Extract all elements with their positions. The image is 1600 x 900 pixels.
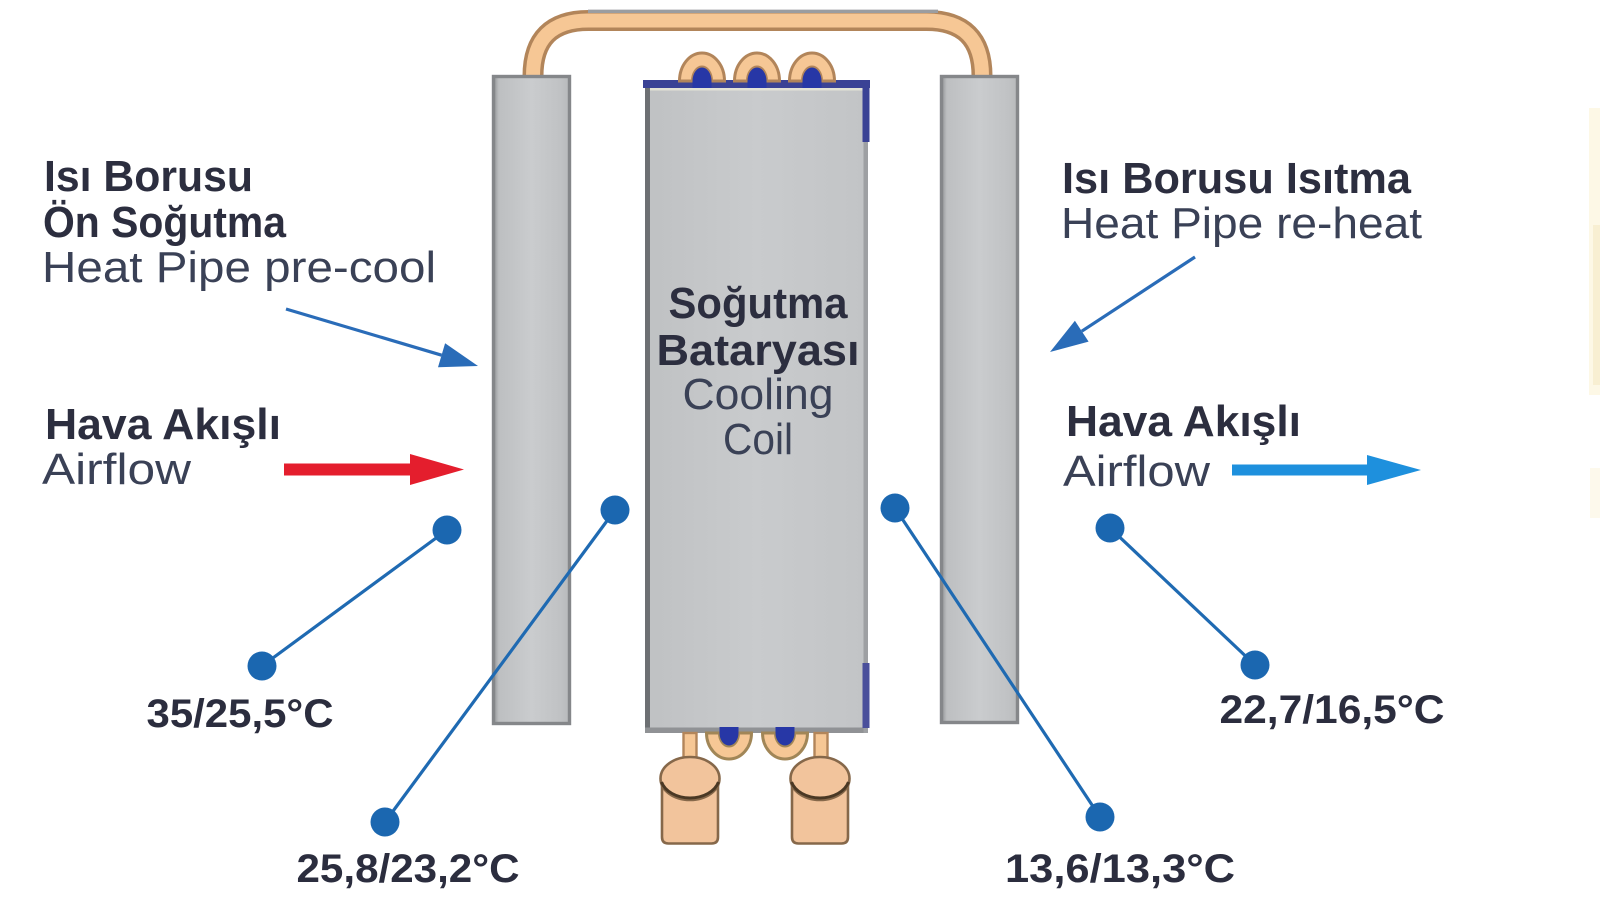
cooling-coil-right-border-navy-bottom xyxy=(862,663,870,728)
heat-pipe-loop xyxy=(522,9,993,92)
coil-headers xyxy=(659,731,851,845)
right-annotation-arrow-head xyxy=(1050,320,1089,352)
airflow-in-label-line1: Hava Akışlı xyxy=(45,399,281,449)
cooling-coil-body xyxy=(645,81,868,733)
right-heat-pipe-label-line1: Isı Borusu Isıtma xyxy=(1062,153,1412,203)
temp-point-dot xyxy=(432,515,462,545)
left-heat-pipe-slab xyxy=(491,74,572,726)
coil-header-right xyxy=(789,731,851,845)
temp-label-outlet: 22,7/16,5°C xyxy=(1219,687,1445,732)
cooling-coil xyxy=(643,80,870,733)
header-cap-rim xyxy=(660,781,720,800)
left-heat-pipe-label-line1: Isı Borusu xyxy=(44,152,254,201)
coil-top-u-bend-1 xyxy=(677,51,727,88)
cooling-coil-label-line3: Cooling xyxy=(682,370,834,419)
temp-label-after-precool: 25,8/23,2°C xyxy=(296,846,520,891)
airflow-out-label-line1: Hava Akışlı xyxy=(1066,396,1301,446)
temp-connector-inlet xyxy=(247,515,462,681)
left-annotation-arrow-icon xyxy=(285,307,478,368)
coil-top-u-bends xyxy=(677,51,837,88)
coil-header-left xyxy=(659,731,721,845)
temp-point-dot xyxy=(1095,513,1125,543)
page-edge-smudge-lower xyxy=(1590,468,1600,518)
cooling-coil-top-highlight xyxy=(650,88,864,91)
header-stub-pipe xyxy=(682,731,698,761)
cooling-coil-label-line2: Bataryası xyxy=(656,326,860,375)
coil-bottom-u-bend-1 xyxy=(704,727,754,761)
u-bend-ring xyxy=(787,51,837,83)
temp-point-dot xyxy=(880,493,910,523)
temp-connector-line xyxy=(893,507,1102,818)
cooling-coil-label-line4: Coil xyxy=(723,415,793,464)
u-bend-ring xyxy=(704,731,754,761)
coil-top-u-bend-3 xyxy=(787,51,837,88)
coil-top-u-bend-2 xyxy=(732,51,782,88)
u-bend-core xyxy=(719,727,739,746)
airflow-in-label-line2: Airflow xyxy=(42,444,191,494)
airflow-outlet-arrow-icon xyxy=(1232,455,1421,485)
temp-connector-line xyxy=(383,509,617,823)
cooling-coil-right-border xyxy=(863,81,868,733)
u-bend-ring xyxy=(732,51,782,83)
airflow-inlet-arrow-icon xyxy=(284,454,464,485)
airflow-out-label-line2: Airflow xyxy=(1063,446,1211,496)
temp-label-inlet: 35/25,5°C xyxy=(146,691,334,736)
temp-connector-line xyxy=(261,528,448,668)
header-cap xyxy=(659,755,721,802)
temp-label-dot xyxy=(1085,802,1115,832)
coil-bottom-u-bends xyxy=(704,727,810,761)
page-edge-smudge-dark xyxy=(1593,225,1600,385)
coil-bottom-u-bend-2 xyxy=(760,727,810,761)
heat-pipe-loop-fill xyxy=(526,13,989,92)
u-bend-ring xyxy=(677,51,727,83)
temp-connector-after-precool xyxy=(370,495,630,837)
temp-label-dot xyxy=(1240,650,1270,680)
u-bend-core xyxy=(747,67,767,88)
right-heat-pipe-label-line2: Heat Pipe re-heat xyxy=(1061,199,1423,248)
right-annotation-arrow-line xyxy=(1080,255,1196,333)
cooling-coil-label-line1: Soğutma xyxy=(668,279,848,328)
temp-label-dot xyxy=(370,807,400,837)
u-bend-core xyxy=(802,67,822,88)
temp-connector-outlet xyxy=(1095,513,1270,680)
temp-connector-line xyxy=(1108,526,1257,667)
left-heat-pipe-label-line2: Ön Soğutma xyxy=(43,197,286,247)
left-heat-pipe-label-line3: Heat Pipe pre-cool xyxy=(42,243,437,292)
header-cap-rim xyxy=(790,781,850,800)
temp-point-dot xyxy=(600,495,630,525)
right-annotation-arrow-icon xyxy=(1050,255,1196,352)
temp-label-dot xyxy=(247,651,277,681)
cooling-coil-bottom-border xyxy=(645,727,868,733)
right-heat-pipe-slab xyxy=(939,74,1020,725)
temp-connector-after-coil xyxy=(880,493,1115,832)
u-bend-core xyxy=(775,727,795,746)
header-stub-pipe xyxy=(813,731,829,761)
left-annotation-arrow-line xyxy=(285,307,443,357)
u-bend-ring xyxy=(760,731,810,761)
u-bend-core xyxy=(692,67,712,88)
header-cap xyxy=(789,755,851,802)
left-annotation-arrow-head xyxy=(438,343,478,368)
temp-label-after-coil: 13,6/13,3°C xyxy=(1005,846,1235,891)
cooling-coil-right-border-navy-top xyxy=(862,80,870,142)
cooling-coil-left-border xyxy=(645,81,650,733)
